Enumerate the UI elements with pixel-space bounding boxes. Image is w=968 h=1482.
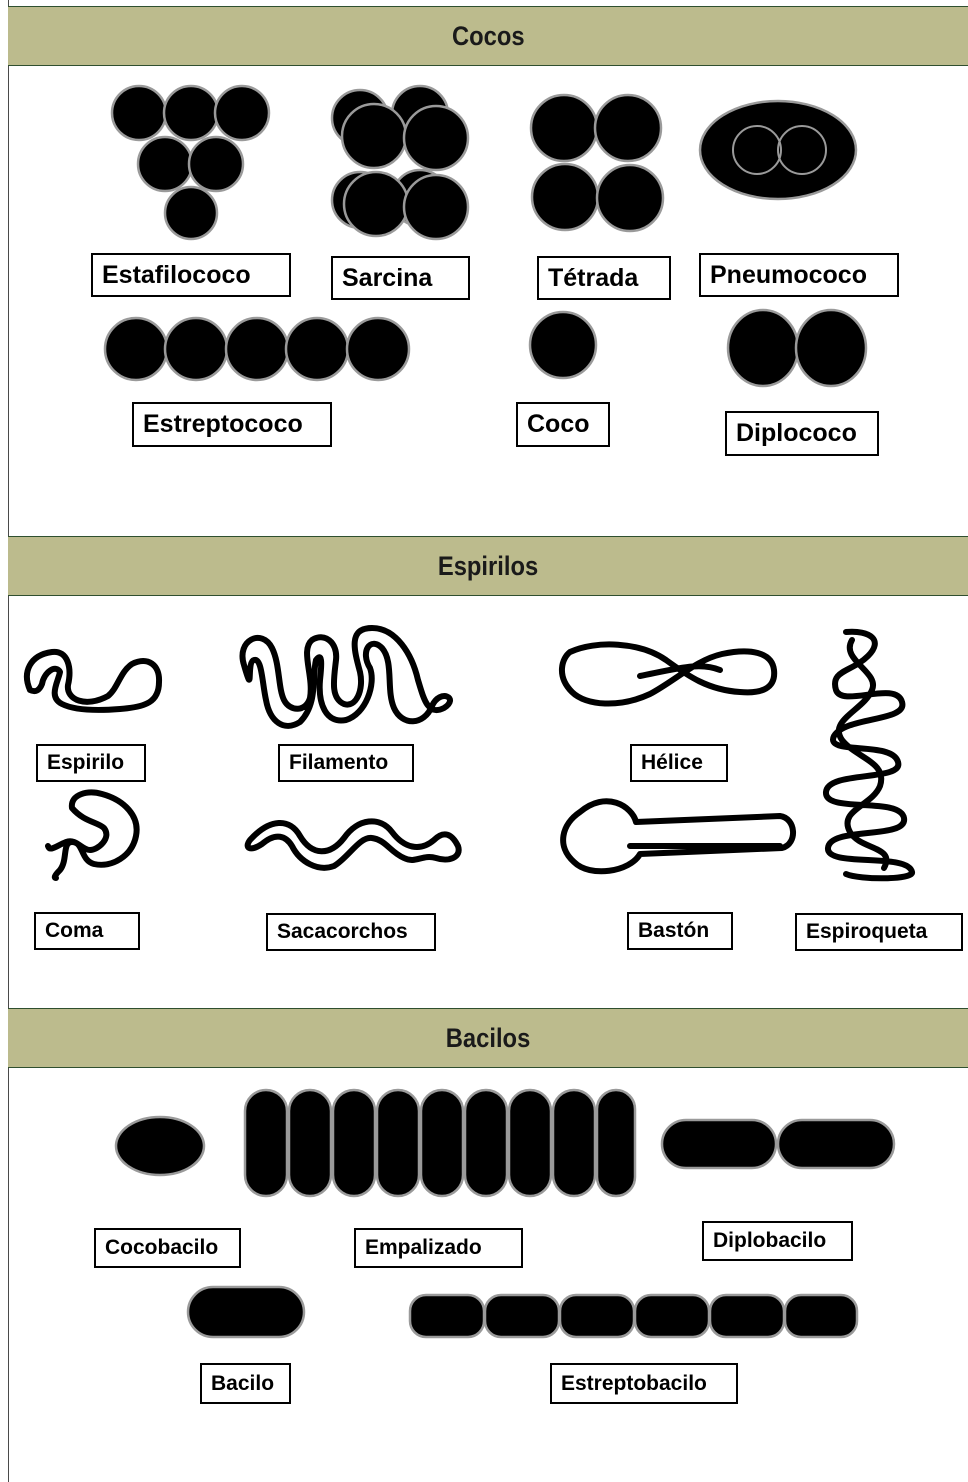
label-diplobacilo: Diplobacilo — [702, 1221, 853, 1261]
label-coma: Coma — [34, 912, 140, 950]
label-estreptobacilo: Estreptobacilo — [550, 1363, 738, 1404]
label-coco: Coco — [516, 402, 610, 447]
label-empalizado: Empalizado — [354, 1228, 523, 1268]
pneumococo-capsule — [700, 101, 856, 199]
estreptococo-chain — [105, 318, 409, 380]
label-bacilo: Bacilo — [200, 1363, 291, 1404]
label-helice: Hélice — [630, 744, 728, 782]
espirilo-shape — [27, 652, 159, 710]
label-espiroqueta: Espiroqueta — [795, 913, 963, 951]
label-estreptococo: Estreptococo — [132, 402, 332, 447]
bacilo-shape — [188, 1287, 304, 1337]
filamento-shape — [242, 628, 450, 726]
label-tetrada: Tétrada — [537, 256, 671, 300]
label-cocobacilo: Cocobacilo — [94, 1228, 241, 1268]
coco-single — [530, 312, 596, 378]
cocobacilo-shape — [116, 1117, 204, 1175]
label-estafilococo: Estafilococo — [91, 253, 291, 297]
label-sacacorchos: Sacacorchos — [266, 913, 436, 951]
empalizado-group — [245, 1090, 635, 1196]
label-diplococo: Diplococo — [725, 411, 879, 456]
helice-shape — [562, 644, 774, 703]
tetrada-group — [531, 95, 663, 231]
baston-shape — [563, 801, 793, 871]
estreptobacilo-chain — [410, 1295, 857, 1337]
label-pneumococo: Pneumococo — [699, 253, 899, 297]
sacacorchos-shape — [248, 821, 459, 867]
label-sarcina: Sarcina — [331, 256, 470, 300]
sarcina-cube — [332, 86, 468, 239]
coma-shape — [48, 793, 137, 878]
label-espirilo: Espirilo — [36, 744, 146, 782]
diplococo-pair — [728, 310, 866, 386]
espiroqueta-shape — [826, 632, 912, 879]
diplobacilo-pair — [662, 1120, 894, 1168]
label-filamento: Filamento — [278, 744, 414, 782]
label-baston: Bastón — [627, 912, 733, 950]
estafilococo-cluster — [112, 86, 269, 239]
